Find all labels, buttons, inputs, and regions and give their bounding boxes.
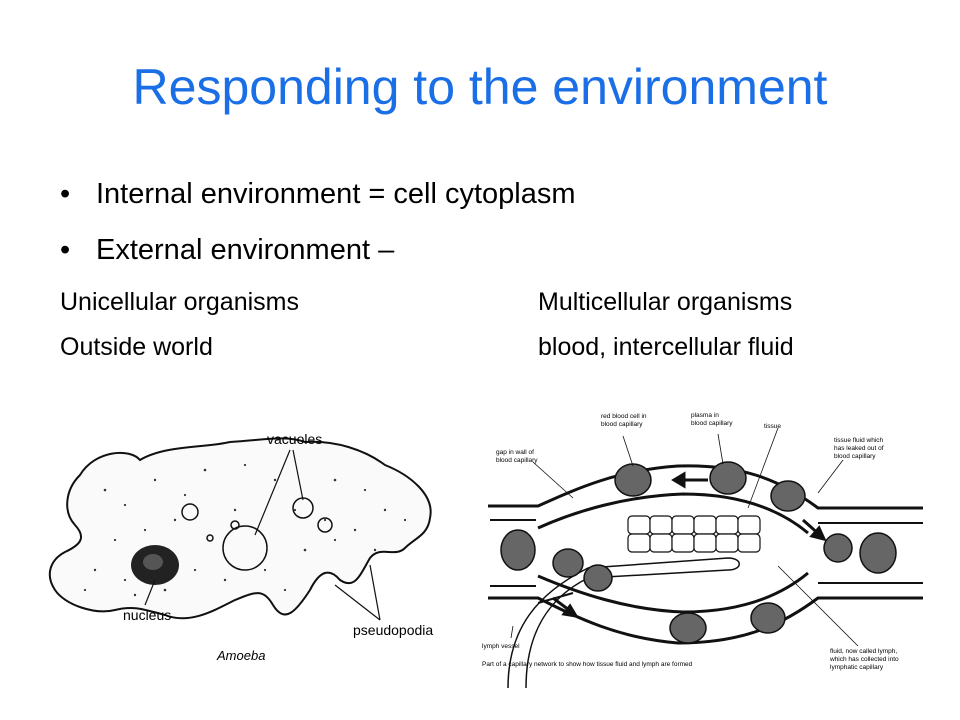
bullet-dot: • [60, 178, 71, 210]
right-column-header: Multicellular organisms [538, 288, 793, 316]
right-column-value: blood, intercellular fluid [538, 333, 794, 361]
capillary-caption: Part of a capillary network to show how … [482, 661, 693, 668]
red-blood-cell-label-line1: red blood cell in [601, 413, 647, 420]
fluid-lymph-label-line1: fluid, now called lymph, [830, 648, 897, 655]
bullet-external: • External environment – [60, 234, 394, 267]
amoeba-body [48, 437, 432, 620]
capillary-walls [488, 464, 923, 645]
gap-label-line1: gap in wall of [496, 449, 534, 456]
pseudopodia-label: pseudopodia [353, 622, 433, 638]
bullet-text: External environment – [96, 234, 395, 266]
bullet-dot: • [60, 234, 71, 266]
bullet-text: Internal environment = cell cytoplasm [96, 178, 576, 210]
red-blood-cells [500, 461, 897, 644]
lymph-capillary [507, 557, 740, 688]
flow-arrows [537, 471, 827, 619]
tissue-fluid-label-line3: blood capillary [834, 453, 876, 460]
plasma-label-line2: blood capillary [691, 420, 733, 427]
tissue-fluid-label-line1: tissue fluid which [834, 437, 884, 444]
gap-label-line2: blood capillary [496, 457, 538, 464]
slide-title: Responding to the environment [132, 59, 828, 115]
nucleus [131, 545, 179, 585]
left-column-header: Unicellular organisms [60, 288, 299, 316]
lymph-vessel-label: lymph vessel [482, 643, 520, 650]
amoeba-caption: Amoeba [216, 648, 265, 663]
cytoplasm-granules [83, 463, 407, 597]
capillary-network-diagram: red blood cell in blood capillary plasma… [482, 412, 923, 688]
tissue-cells [627, 515, 761, 553]
vacuoles-label: vacuoles [267, 431, 322, 447]
amoeba-diagram: vacuoles nucleus pseudopodia Amoeba [48, 431, 433, 663]
fluid-lymph-label-line2: which has collected into [829, 656, 899, 663]
plasma-label-line1: plasma in [691, 412, 719, 419]
amoeba-pointer-lines [144, 449, 381, 621]
tissue-fluid-label-line2: has leaked out of [834, 445, 884, 452]
tissue-label: tissue [764, 423, 781, 430]
red-blood-cell-label-line2: blood capillary [601, 421, 643, 428]
bullet-internal: • Internal environment = cell cytoplasm [60, 178, 576, 211]
left-column-value: Outside world [60, 333, 213, 361]
pointer-lines [510, 427, 859, 647]
fluid-lymph-label-line3: lymphatic capillary [830, 664, 884, 671]
nucleus-label: nucleus [123, 607, 171, 623]
